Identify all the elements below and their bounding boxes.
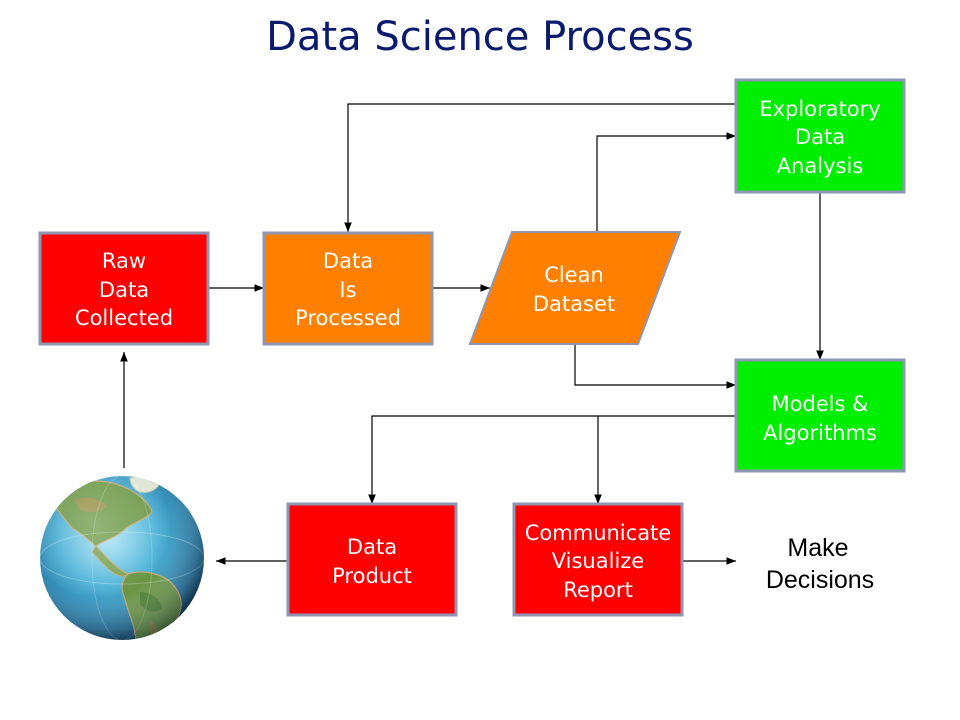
node-models-algorithms: Models & Algorithms	[734, 358, 906, 473]
node-text-line: Is	[339, 278, 356, 302]
arrow-clean-to-exploratory	[596, 132, 736, 232]
node-data-is-processed: Data Is Processed	[262, 231, 434, 346]
node-text-line: Report	[563, 578, 633, 602]
diagram-title: Data Science Process	[266, 14, 694, 60]
node-text-line: Product	[332, 564, 412, 588]
node-text-line: Analysis	[777, 154, 864, 178]
node-text-line: Decisions	[766, 566, 874, 594]
node-text-line: Raw	[102, 249, 146, 273]
arrow-clean-to-models	[574, 344, 736, 389]
node-text-line: Make	[787, 534, 848, 562]
arrow-models-to-product	[368, 415, 736, 504]
globe-icon	[40, 476, 204, 640]
node-text-line: Data	[795, 125, 845, 149]
node-text-line: Models &	[771, 392, 868, 416]
node-text-line: Collected	[75, 306, 173, 330]
node-communicate-visualize-report: Communicate Visualize Report	[512, 502, 684, 617]
node-text-line: Data	[347, 535, 397, 559]
node-text-line: Algorithms	[763, 421, 877, 445]
node-text-line: Communicate	[525, 521, 671, 545]
node-text-line: Clean	[544, 263, 604, 287]
node-exploratory-data-analysis: Exploratory Data Analysis	[734, 78, 906, 194]
node-text-line: Processed	[295, 306, 401, 330]
node-text-line: Exploratory	[759, 97, 880, 121]
node-text-line: Data	[323, 249, 373, 273]
connectors	[120, 103, 824, 565]
node-text-line: Dataset	[533, 292, 615, 316]
node-make-decisions: Make Decisions	[766, 534, 874, 594]
node-text-line: Data	[99, 278, 149, 302]
node-data-product: Data Product	[286, 502, 458, 617]
node-raw-data-collected: Raw Data Collected	[38, 231, 210, 346]
node-clean-dataset: Clean Dataset	[468, 231, 682, 345]
node-text-line: Visualize	[552, 549, 644, 573]
arrow-exploratory-to-processed	[344, 103, 736, 232]
